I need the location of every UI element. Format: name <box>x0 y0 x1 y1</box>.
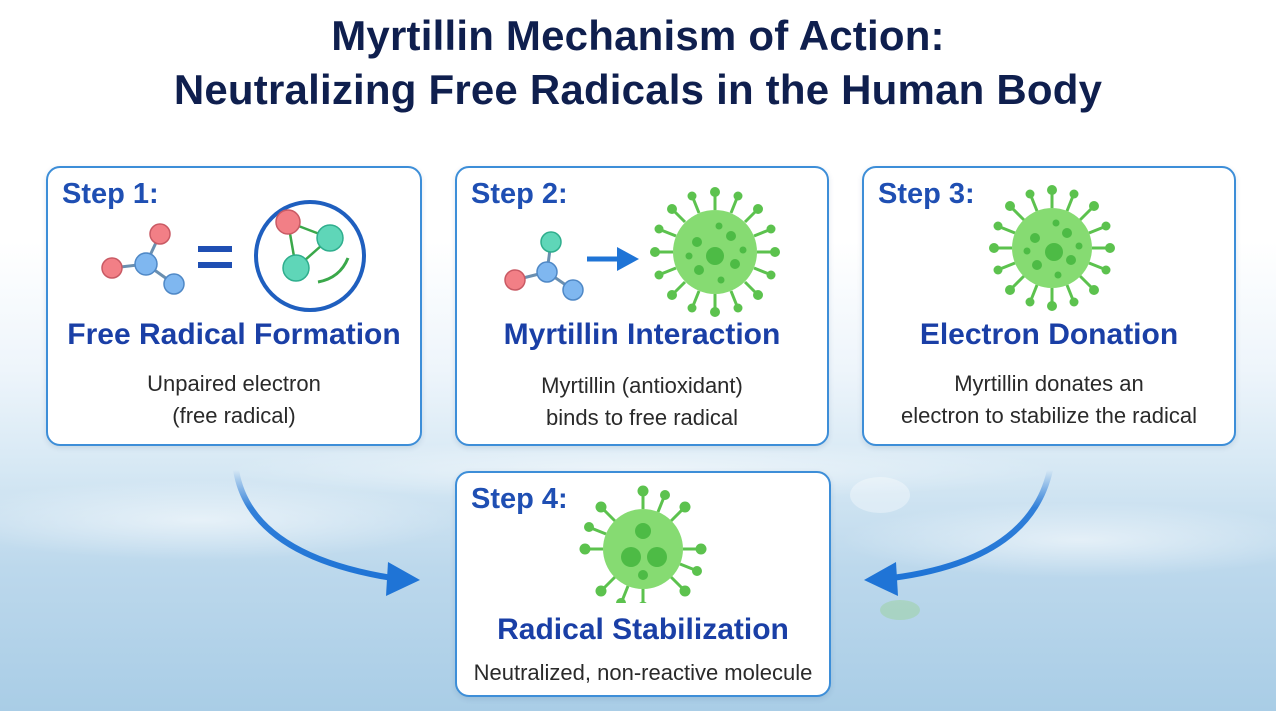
step-2-heading: Myrtillin Interaction <box>503 318 781 351</box>
step-3-label: Step 3: <box>878 178 975 210</box>
virus-icon <box>650 187 780 317</box>
step-3-description: Myrtillin donates an electron to stabili… <box>864 368 1234 432</box>
page-title-line-1: Myrtillin Mechanism of Action: <box>331 12 945 59</box>
step-1-label: Step 1: <box>62 178 159 210</box>
step-4-card: Step 4: <box>455 471 831 697</box>
page-title-line-2: Neutralizing Free Radicals in the Human … <box>173 66 1103 113</box>
step-2-label: Step 2: <box>471 178 568 210</box>
step-1-desc-line-1: Unpaired electron <box>147 371 321 396</box>
step-1-desc-line-2: (free radical) <box>172 403 296 428</box>
step-4-description: Neutralized, non-reactive molecule <box>457 657 829 689</box>
step-3-card: Step 3: <box>862 166 1236 446</box>
step-3-desc-line-2: electron to stabilize the radical <box>901 403 1197 428</box>
step-4-label: Step 4: <box>471 483 568 515</box>
molecule-icon <box>504 231 584 301</box>
virus-icon <box>989 185 1115 311</box>
step-1-description: Unpaired electron (free radical) <box>48 368 420 432</box>
step-3-heading: Electron Donation <box>919 318 1179 351</box>
equals-icon <box>198 246 232 268</box>
arrow-step3-to-step4 <box>864 469 1053 596</box>
radical-circle-icon <box>254 200 366 312</box>
virus-icon <box>579 485 707 603</box>
step-2-desc-line-1: Myrtillin (antioxidant) <box>541 373 743 398</box>
step-1-card: Step 1: Free Radical Formation Unpai <box>46 166 422 446</box>
step-3-desc-line-1: Myrtillin donates an <box>954 371 1144 396</box>
step-4-heading: Radical Stabilization <box>497 613 789 646</box>
step-2-desc-line-2: binds to free radical <box>546 405 738 430</box>
molecule-icon <box>101 223 185 295</box>
arrow-step1-to-step4 <box>233 469 420 596</box>
step-4-desc-line-1: Neutralized, non-reactive molecule <box>473 660 813 685</box>
step-2-description: Myrtillin (antioxidant) binds to free ra… <box>457 370 827 434</box>
step-1-heading: Free Radical Formation <box>67 318 401 351</box>
arrow-right-icon <box>587 247 639 271</box>
step-2-card: Step 2: <box>455 166 829 446</box>
